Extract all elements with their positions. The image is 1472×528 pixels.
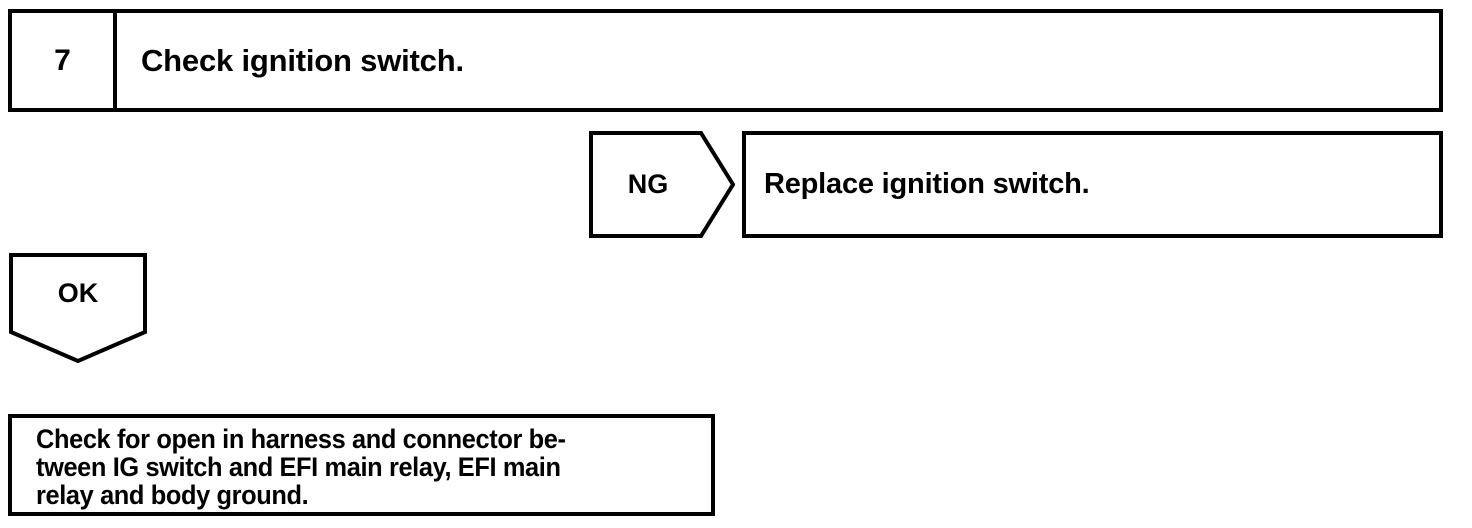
- ng-branch-arrow: NG: [589, 131, 735, 238]
- step-instruction-text: Check ignition switch.: [141, 43, 464, 78]
- step-number-cell: 7: [12, 13, 117, 108]
- step-number: 7: [54, 43, 71, 77]
- result-action-box: Check for open in harness and connector …: [8, 414, 715, 516]
- step-box: 7 Check ignition switch.: [8, 9, 1443, 112]
- replace-action-box: Replace ignition switch.: [742, 131, 1443, 238]
- pentagon-down-icon: [9, 253, 147, 363]
- replace-action-text: Replace ignition switch.: [764, 168, 1090, 200]
- ok-branch-arrow: OK: [9, 253, 147, 363]
- result-action-text: Check for open in harness and connector …: [36, 424, 566, 510]
- pentagon-right-icon: [589, 131, 735, 238]
- step-instruction-cell: Check ignition switch.: [117, 13, 1439, 108]
